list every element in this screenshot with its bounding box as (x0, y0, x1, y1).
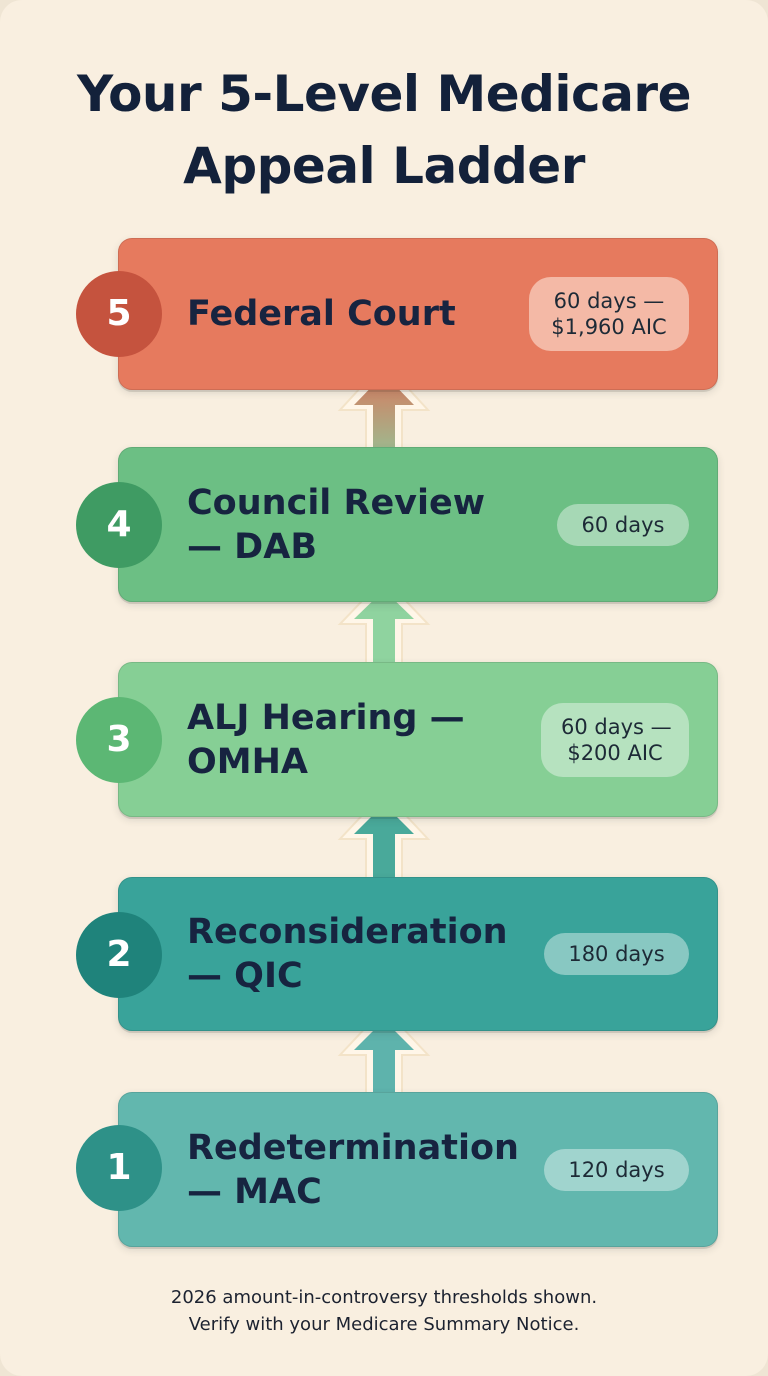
deadline-badge: 60 days (557, 503, 689, 546)
badge-line-1: 60 days — (553, 289, 665, 313)
level-3-card: ALJ Hearing — OMHA 60 days — $200 AIC (118, 662, 718, 817)
level-4-card: Council Review — DAB 60 days (118, 447, 718, 602)
footnote-line-1: 2026 amount-in-controversy thresholds sh… (170, 1287, 598, 1308)
deadline-badge: 60 days — $1,960 AIC (529, 277, 689, 351)
level-5-card: Federal Court 60 days — $1,960 AIC (118, 238, 718, 390)
deadline-badge: 180 days (544, 933, 689, 975)
level-number-circle: 5 (76, 271, 162, 357)
level-label: Redetermination — MAC (187, 1127, 519, 1212)
deadline-badge: 60 days — $200 AIC (541, 702, 689, 777)
page-title: Your 5-Level Medicare Appeal Ladder (0, 58, 768, 202)
level-number-circle: 2 (76, 912, 162, 998)
level-1-card: Redetermination — MAC 120 days (118, 1092, 718, 1247)
footnote-line-2: Verify with your Medicare Summary Notice… (188, 1314, 580, 1335)
deadline-badge: 120 days (544, 1148, 689, 1191)
level-number-circle: 4 (76, 482, 162, 568)
level-label: Reconsideration — QIC (187, 912, 508, 996)
footnote: 2026 amount-in-controversy thresholds sh… (0, 1284, 768, 1338)
level-2-card: Reconsideration — QIC 180 days (118, 877, 718, 1031)
level-label: Council Review — DAB (187, 482, 486, 567)
badge-line-2: $1,960 AIC (551, 315, 667, 339)
badge-line-1: 60 days (581, 512, 665, 537)
badge-line-1: 120 days (568, 1157, 665, 1182)
title-line-2: Appeal Ladder (183, 137, 585, 195)
badge-line-1: 180 days (568, 942, 665, 966)
title-line-1: Your 5-Level Medicare (76, 65, 692, 123)
badge-line-1: 60 days — (561, 714, 672, 739)
level-number-circle: 1 (76, 1125, 162, 1211)
level-label: ALJ Hearing — OMHA (187, 697, 465, 782)
badge-line-2: $200 AIC (567, 740, 663, 765)
level-number-circle: 3 (76, 697, 162, 783)
level-label: Federal Court (187, 294, 456, 334)
